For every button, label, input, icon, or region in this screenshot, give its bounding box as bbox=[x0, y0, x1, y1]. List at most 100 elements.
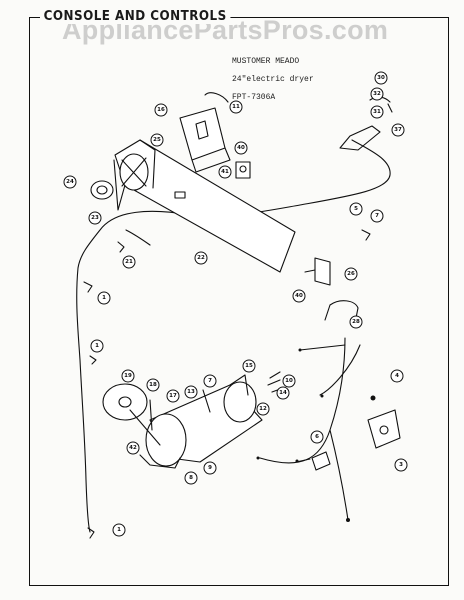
svg-text:40: 40 bbox=[295, 293, 303, 299]
timer-body bbox=[179, 107, 226, 161]
callout-19: 19 bbox=[121, 369, 135, 383]
callout-5: 5 bbox=[349, 202, 363, 216]
svg-text:41: 41 bbox=[221, 169, 229, 175]
callout-4: 4 bbox=[390, 369, 404, 383]
svg-text:31: 31 bbox=[373, 109, 381, 115]
callout-7-mid: 7 bbox=[203, 374, 217, 388]
svg-text:9: 9 bbox=[208, 465, 212, 471]
svg-text:12: 12 bbox=[259, 406, 267, 412]
wiring-harness bbox=[76, 139, 391, 533]
info-line-3: FPT-7306A bbox=[232, 93, 276, 102]
svg-text:19: 19 bbox=[124, 373, 132, 379]
svg-text:42: 42 bbox=[129, 445, 137, 451]
callout-1-mid: 1 bbox=[90, 339, 104, 353]
svg-text:28: 28 bbox=[352, 319, 360, 325]
svg-text:8: 8 bbox=[189, 475, 193, 481]
callout-17: 17 bbox=[166, 389, 180, 403]
svg-text:5: 5 bbox=[354, 206, 358, 212]
callout-41: 41 bbox=[218, 165, 232, 179]
wiring-branch-right bbox=[259, 337, 346, 464]
callout-26: 26 bbox=[344, 267, 358, 281]
callout-7-upper: 7 bbox=[370, 209, 384, 223]
wire-tie-21 bbox=[117, 241, 125, 253]
callout-37: 37 bbox=[391, 123, 405, 137]
callout-23: 23 bbox=[88, 211, 102, 225]
wiring-left-branch bbox=[125, 229, 151, 246]
callout-8: 8 bbox=[184, 471, 198, 485]
svg-text:1: 1 bbox=[102, 295, 106, 301]
pin-12 bbox=[149, 399, 153, 431]
terminal-block bbox=[339, 125, 381, 151]
callout-18: 18 bbox=[146, 378, 160, 392]
callout-42: 42 bbox=[126, 441, 140, 455]
callout-28: 28 bbox=[349, 315, 363, 329]
callout-21: 21 bbox=[122, 255, 136, 269]
svg-text:32: 32 bbox=[373, 91, 381, 97]
clip-left-2 bbox=[89, 355, 97, 365]
callout-13: 13 bbox=[184, 385, 198, 399]
svg-text:40: 40 bbox=[237, 145, 245, 151]
callout-40: 40 bbox=[234, 141, 248, 155]
svg-text:22: 22 bbox=[197, 255, 205, 261]
svg-text:4: 4 bbox=[395, 373, 399, 379]
svg-text:25: 25 bbox=[153, 137, 161, 143]
callout-3: 3 bbox=[394, 458, 408, 472]
callout-25: 25 bbox=[150, 133, 164, 147]
clip-left-1 bbox=[83, 281, 93, 293]
callout-6: 6 bbox=[310, 430, 324, 444]
callout-9: 9 bbox=[203, 461, 217, 475]
callout-15: 15 bbox=[242, 359, 256, 373]
svg-text:7: 7 bbox=[208, 378, 212, 384]
svg-text:24: 24 bbox=[66, 179, 74, 185]
wiring-to-bottom bbox=[329, 429, 349, 521]
svg-text:3: 3 bbox=[399, 462, 403, 468]
model-info: MUSTOMER MEADO 24"electric dryer FPT-730… bbox=[232, 53, 314, 107]
info-line-2: 24"electric dryer bbox=[232, 75, 314, 84]
callout-14: 14 bbox=[276, 386, 290, 400]
svg-text:30: 30 bbox=[377, 75, 385, 81]
svg-text:14: 14 bbox=[279, 390, 287, 396]
svg-text:13: 13 bbox=[187, 389, 195, 395]
svg-text:21: 21 bbox=[125, 259, 133, 265]
callout-16: 16 bbox=[154, 103, 168, 117]
callout-1-lower: 1 bbox=[112, 523, 126, 537]
svg-text:15: 15 bbox=[245, 363, 253, 369]
svg-text:26: 26 bbox=[347, 271, 355, 277]
callout-22: 22 bbox=[194, 251, 208, 265]
connector-6 bbox=[311, 451, 331, 471]
console-window bbox=[174, 191, 186, 199]
element-18 bbox=[102, 383, 148, 421]
callout-1-upper: 1 bbox=[97, 291, 111, 305]
wiring-branch-mid bbox=[299, 344, 346, 351]
svg-text:10: 10 bbox=[285, 378, 293, 384]
svg-text:1: 1 bbox=[95, 343, 99, 349]
switch-40 bbox=[235, 161, 251, 179]
callout-24: 24 bbox=[63, 175, 77, 189]
thermostat-3 bbox=[367, 409, 401, 449]
svg-text:17: 17 bbox=[169, 393, 177, 399]
callout-40-lower: 40 bbox=[292, 289, 306, 303]
info-line-1: MUSTOMER MEADO bbox=[232, 57, 300, 66]
svg-text:6: 6 bbox=[315, 434, 319, 440]
callout-11: 11 bbox=[229, 100, 243, 114]
control-knob bbox=[90, 180, 114, 200]
svg-text:7: 7 bbox=[375, 213, 379, 219]
diagram-frame bbox=[29, 17, 449, 586]
callout-12: 12 bbox=[256, 402, 270, 416]
clip-bottom-left bbox=[87, 527, 95, 539]
svg-text:37: 37 bbox=[394, 127, 402, 133]
callout-31: 31 bbox=[370, 105, 384, 119]
clip-right bbox=[361, 229, 371, 241]
svg-text:23: 23 bbox=[91, 215, 99, 221]
svg-text:18: 18 bbox=[149, 382, 157, 388]
callout-32: 32 bbox=[370, 87, 384, 101]
bracket-26 bbox=[314, 257, 331, 286]
svg-text:16: 16 bbox=[157, 107, 165, 113]
wiring-branch-lower bbox=[319, 344, 361, 396]
page-title: CONSOLE AND CONTROLS bbox=[40, 9, 231, 24]
callout-10: 10 bbox=[282, 374, 296, 388]
svg-text:1: 1 bbox=[117, 527, 121, 533]
callout-30: 30 bbox=[374, 71, 388, 85]
